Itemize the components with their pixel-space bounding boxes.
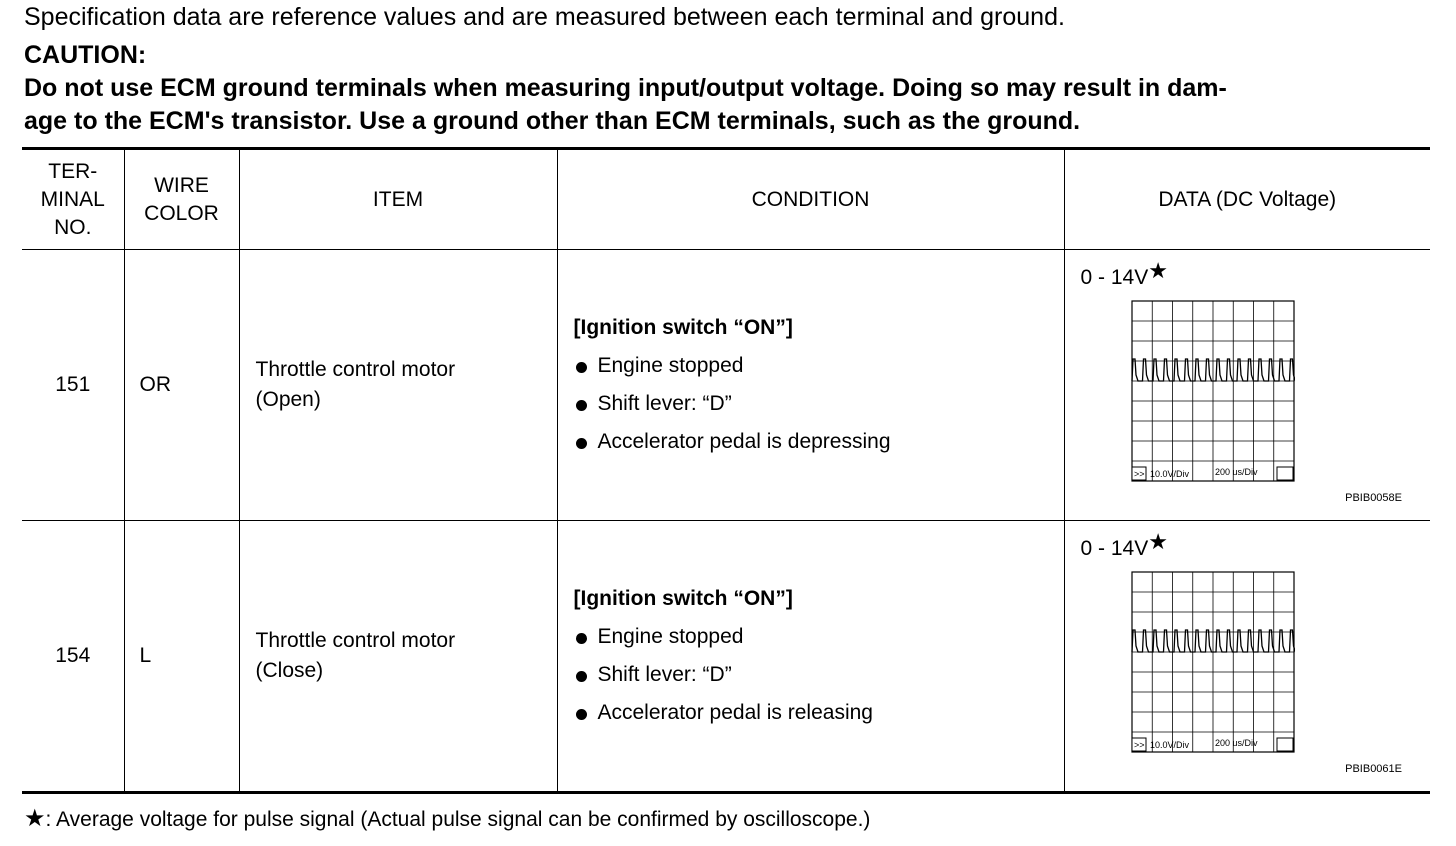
scope-label-arrows: >> (1134, 469, 1145, 479)
oscilloscope-waveform: >> 10.0V/Div 200 us/Div (1130, 571, 1295, 753)
footnote: ★: Average voltage for pulse signal (Act… (24, 805, 870, 834)
caution-heading: CAUTION: (24, 41, 147, 69)
scope-label-bar: >> 10.0V/Div 200 us/Div (1131, 466, 1293, 481)
star-icon: ★ (24, 805, 46, 832)
table-row: 151 OR Throttle control motor (Open) [Ig… (22, 249, 1430, 521)
terminal-spec-table: TER- MINAL NO. WIRE COLOR ITEM CONDITION… (22, 147, 1430, 794)
caution-line-2: age to the ECM's transistor. Use a groun… (24, 107, 1081, 135)
scope-label-time: 200 us/Div (1215, 738, 1258, 748)
star-icon: ★ (1148, 529, 1168, 554)
figure-id: PBIB0058E (1345, 492, 1402, 504)
wire-color: L (123, 520, 240, 794)
condition-bullet: Engine stopped (574, 618, 1064, 656)
voltage-value: 0 - 14V★ (1080, 529, 1168, 560)
condition-bullet: Accelerator pedal is releasing (574, 694, 1064, 732)
header-item: ITEM (238, 147, 558, 250)
condition-cell: [Ignition switch “ON”] Engine stopped Sh… (556, 520, 1065, 794)
condition-bullet: Accelerator pedal is depressing (574, 423, 1064, 461)
terminal-number: 154 (22, 520, 125, 794)
scope-label-volts: 10.0V/Div (1150, 740, 1190, 750)
item-cell: Throttle control motor (Close) (238, 520, 558, 794)
data-cell: 0 - 14V★ >> 10.0V/Div 200 us/Div PBIB006… (1063, 520, 1430, 794)
item-cell: Throttle control motor (Open) (238, 249, 558, 521)
condition-cell: [Ignition switch “ON”] Engine stopped Sh… (556, 249, 1065, 521)
scope-label-time: 200 us/Div (1215, 467, 1258, 477)
wire-color: OR (123, 249, 240, 521)
intro-text: Specification data are reference values … (24, 3, 1065, 31)
pulse-waveform (1130, 358, 1295, 382)
oscilloscope-waveform: >> 10.0V/Div 200 us/Div (1130, 300, 1295, 482)
condition-bullet: Shift lever: “D” (574, 656, 1064, 694)
scope-grid (1130, 300, 1295, 482)
scope-grid (1130, 571, 1295, 753)
condition-title: [Ignition switch “ON”] (573, 316, 793, 339)
pulse-waveform (1130, 629, 1295, 653)
caution-line-1: Do not use ECM ground terminals when mea… (24, 74, 1227, 102)
data-cell: 0 - 14V★ >> 10.0V/Div 200 us/Div PBIB005… (1063, 249, 1430, 521)
table-header-row: TER- MINAL NO. WIRE COLOR ITEM CONDITION… (22, 147, 1430, 250)
condition-bullet: Engine stopped (574, 347, 1064, 385)
scope-label-arrows: >> (1134, 740, 1145, 750)
caution-text: Do not use ECM ground terminals when mea… (24, 72, 1434, 138)
scope-label-bar: >> 10.0V/Div 200 us/Div (1131, 737, 1293, 752)
voltage-value: 0 - 14V★ (1080, 258, 1168, 289)
header-terminal-no: TER- MINAL NO. (22, 147, 125, 250)
condition-bullet: Shift lever: “D” (574, 385, 1064, 423)
header-data: DATA (DC Voltage) (1063, 147, 1430, 250)
scope-label-volts: 10.0V/Div (1150, 469, 1190, 479)
header-wire-color: WIRE COLOR (123, 147, 240, 250)
footnote-text: : Average voltage for pulse signal (Actu… (45, 808, 871, 831)
terminal-number: 151 (22, 249, 125, 521)
figure-id: PBIB0061E (1345, 763, 1402, 775)
condition-title: [Ignition switch “ON”] (573, 587, 793, 610)
table-row: 154 L Throttle control motor (Close) [Ig… (22, 520, 1430, 794)
star-icon: ★ (1148, 258, 1168, 283)
header-condition: CONDITION (556, 147, 1065, 250)
